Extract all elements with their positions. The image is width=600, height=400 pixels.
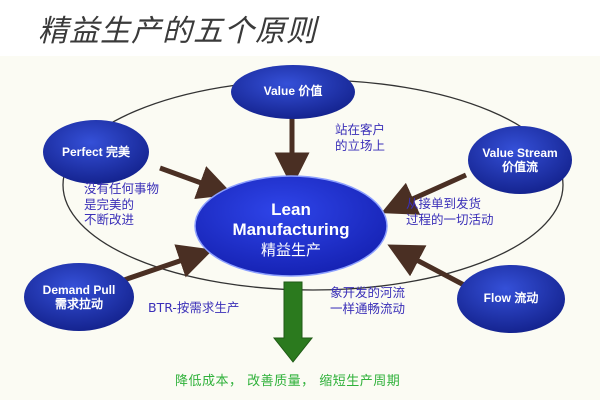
center-node-label: Lean Manufacturing 精益生产 (201, 200, 381, 259)
arrow-demand-pull (117, 244, 214, 285)
arrow-flow (387, 244, 466, 288)
demand-pull-note: BTR-按需求生产 (148, 300, 239, 316)
page-title: 精益生产的五个原则 (38, 14, 317, 49)
value-stream-node-label: Value Stream 价值流 (470, 146, 570, 175)
node-flow[interactable] (457, 265, 565, 333)
value-stream-label-cn: 价值流 (501, 160, 538, 175)
node-value[interactable] (231, 65, 355, 119)
perfect-note: 没有任何事物 是完美的 不断改进 (84, 181, 159, 228)
perfect-note-line2: 是完美的 (84, 196, 135, 212)
result-text: 降低成本， 改善质量， 缩短生产周期 (175, 374, 401, 389)
value-stream-note-line1: 从接单到发货 (406, 196, 482, 211)
node-demand-pull[interactable] (24, 263, 134, 331)
value-note-line2: 的立场上 (335, 137, 386, 153)
arrow-value-stream (381, 172, 468, 215)
flow-label: Flow 流动 (483, 291, 539, 305)
value-stream-label-en: Value Stream (482, 146, 558, 160)
perfect-note-line1: 没有任何事物 (84, 181, 160, 196)
value-stream-note-line2: 过程的一切活动 (406, 211, 494, 227)
demand-pull-label-en: Demand Pull (42, 283, 116, 297)
demand-pull-label-cn: 需求拉动 (54, 297, 103, 312)
center-line2: Manufacturing (232, 220, 350, 240)
flow-note-line1: 象开发的河流 (330, 285, 406, 300)
perfect-label: Perfect 完美 (61, 145, 131, 159)
node-center[interactable] (194, 175, 388, 277)
demand-pull-note-line1: BTR-按需求生产 (148, 300, 240, 315)
title-band: 精益生产的五个原则 (0, 0, 600, 49)
flow-note: 象开发的河流 一样通畅流动 (330, 285, 405, 316)
perfect-note-line3: 不断改进 (84, 212, 135, 228)
node-perfect[interactable] (43, 120, 149, 184)
value-label: Value 价值 (263, 84, 323, 98)
value-note: 站在客户 的立场上 (335, 122, 385, 153)
center-line3: 精益生产 (260, 240, 321, 259)
value-note-line1: 站在客户 (335, 122, 386, 137)
down-arrow (272, 281, 314, 363)
perfect-node-label: Perfect 完美 (48, 145, 144, 159)
node-value-stream[interactable] (468, 126, 572, 194)
flow-note-line2: 一样通畅流动 (330, 300, 406, 316)
demand-pull-node-label: Demand Pull 需求拉动 (29, 283, 129, 312)
value-node-label: Value 价值 (243, 84, 343, 98)
arrow-perfect (159, 165, 234, 200)
center-line1: Lean (271, 200, 311, 219)
value-stream-note: 从接单到发货 过程的一切活动 (406, 196, 494, 227)
flow-node-label: Flow 流动 (461, 291, 561, 305)
